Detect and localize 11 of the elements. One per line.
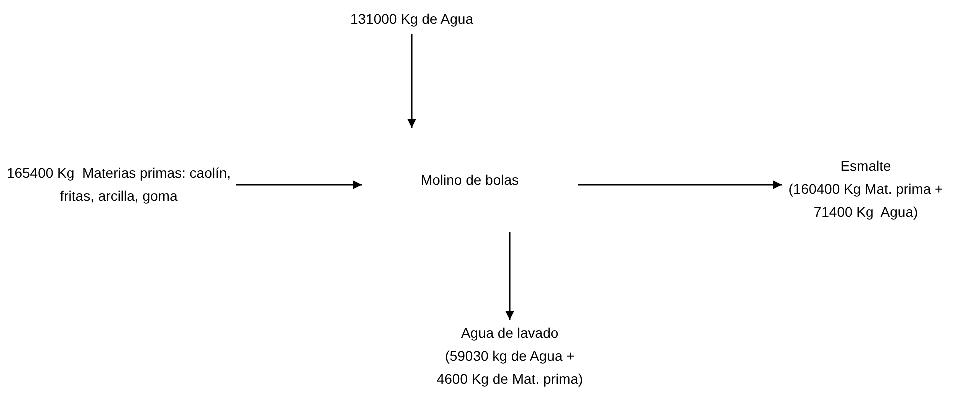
outflow-label: Esmalte	[840, 157, 892, 176]
arrow	[578, 180, 782, 190]
inflow-label: 165400 Kg Materias primas: caolín, fritas, arcilla, goma	[6, 164, 232, 206]
arrow	[236, 180, 362, 190]
arrow	[408, 34, 416, 128]
quantity-note: (160400 Kg Mat. prima + 71400 Kg Agua)	[788, 180, 944, 222]
outflow-label: Agua de lavado	[460, 324, 560, 343]
inflow-label: 131000 Kg de Agua	[349, 10, 474, 29]
arrow	[506, 232, 514, 320]
process-label: Molino de bolas	[420, 170, 520, 190]
quantity-note: (59030 kg de Agua + 4600 Kg de Mat. prima)	[436, 347, 584, 389]
